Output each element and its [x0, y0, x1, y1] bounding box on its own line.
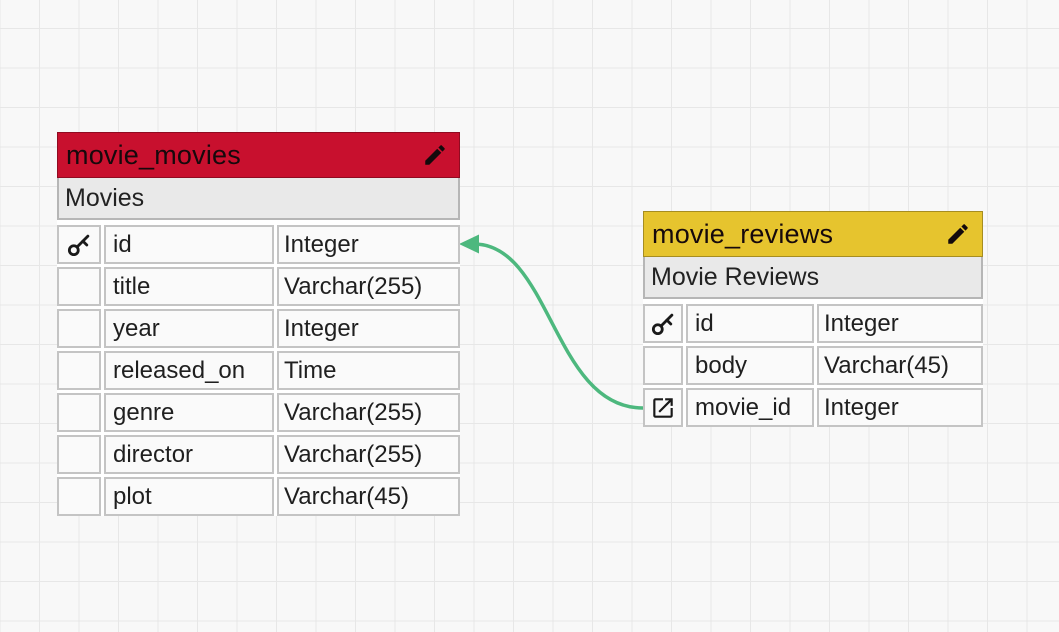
column-name: title: [104, 267, 274, 306]
key-cell: [643, 304, 683, 343]
column-name: released_on: [104, 351, 274, 390]
column-name: plot: [104, 477, 274, 516]
table-columns: id Integer body Varchar(45) movie_id Int…: [643, 299, 983, 427]
primary-key-icon: [651, 313, 674, 335]
table-movie-reviews[interactable]: movie_reviews Movie Reviews id Integer b…: [643, 211, 983, 427]
column-name: year: [104, 309, 274, 348]
column-type: Varchar(255): [277, 267, 460, 306]
key-cell: [643, 346, 683, 385]
column-type: Integer: [277, 309, 460, 348]
column-name: body: [686, 346, 814, 385]
column-type: Integer: [817, 304, 983, 343]
column-name: id: [686, 304, 814, 343]
edit-pencil-icon[interactable]: [421, 141, 449, 169]
table-movie-reviews-header[interactable]: movie_reviews: [643, 211, 983, 257]
key-cell: [57, 225, 101, 264]
column-type: Varchar(45): [817, 346, 983, 385]
key-cell: [57, 309, 101, 348]
foreign-key-icon: [653, 397, 673, 418]
column-name: id: [104, 225, 274, 264]
key-cell: [57, 477, 101, 516]
column-type: Varchar(45): [277, 477, 460, 516]
column-type: Integer: [277, 225, 460, 264]
relation-curve[interactable]: [472, 242, 645, 410]
table-title: movie_movies: [66, 139, 241, 170]
column-name: genre: [104, 393, 274, 432]
key-cell: [57, 267, 101, 306]
key-cell: [643, 388, 683, 427]
edit-pencil-icon[interactable]: [944, 220, 972, 248]
key-cell: [57, 351, 101, 390]
column-type: Integer: [817, 388, 983, 427]
table-label: Movie Reviews: [643, 257, 983, 299]
column-name: director: [104, 435, 274, 474]
column-type: Time: [277, 351, 460, 390]
key-cell: [57, 393, 101, 432]
column-type: Varchar(255): [277, 435, 460, 474]
key-cell: [57, 435, 101, 474]
table-label: Movies: [57, 178, 460, 220]
column-name: movie_id: [686, 388, 814, 427]
table-movie-movies[interactable]: movie_movies Movies id Integer title Var…: [57, 132, 460, 516]
table-title: movie_reviews: [652, 218, 834, 249]
primary-key-icon: [67, 234, 90, 256]
table-columns: id Integer title Varchar(255) year Integ…: [57, 220, 460, 516]
column-type: Varchar(255): [277, 393, 460, 432]
table-movie-movies-header[interactable]: movie_movies: [57, 132, 460, 178]
relation-arrowhead: [459, 234, 479, 254]
